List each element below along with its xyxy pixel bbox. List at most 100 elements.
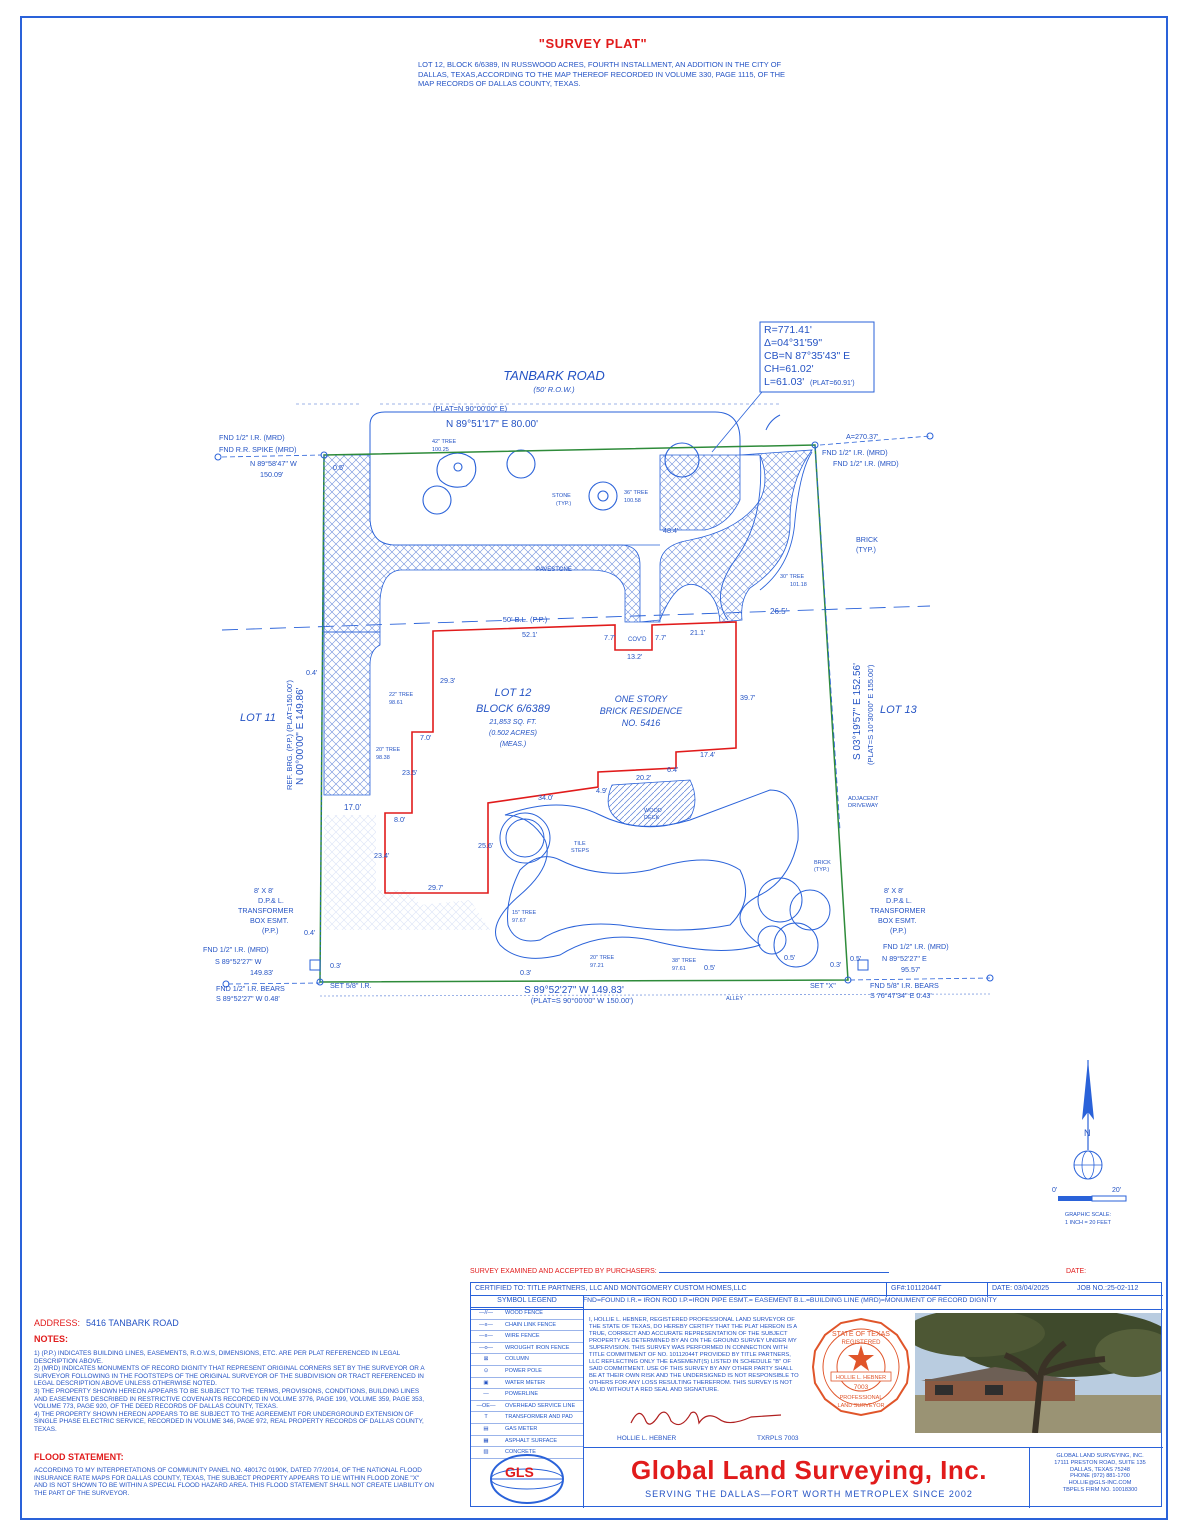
- company-address: GLOBAL LAND SURVEYING, INC. 17111 PRESTO…: [1037, 1453, 1163, 1494]
- adj-driveway-2: DRIVEWAY: [848, 803, 878, 809]
- brick-typ-pool-1: BRICK: [814, 860, 831, 866]
- dim-7: 7.0': [420, 733, 432, 742]
- building-line-label: 50' B.L. (P.P.): [503, 615, 548, 624]
- trans-r-4: BOX ESMT.: [878, 916, 916, 925]
- note-3: 3) THE PROPERTY SHOWN HEREON APPEARS TO …: [34, 1387, 425, 1411]
- legend-heading: SYMBOL LEGEND: [471, 1295, 583, 1308]
- scale-0: 0': [1052, 1187, 1057, 1194]
- nw-fnd-2: FND R.R. SPIKE (MRD): [219, 445, 296, 454]
- west-walk-hatch: [323, 631, 381, 796]
- legend-symbol-icon: —//—: [478, 1310, 494, 1316]
- scale-20: 20': [1112, 1187, 1121, 1194]
- lot-label: LOT 12: [495, 687, 532, 699]
- dim-18: 39.7': [740, 693, 756, 702]
- signature: [630, 1411, 782, 1426]
- tile-steps-2: STEPS: [571, 848, 589, 854]
- curve-cb: CB=N 87°35'43" E: [764, 350, 850, 362]
- dim-2: 7.7': [604, 633, 616, 642]
- tree-2-label: 36" TREE: [624, 490, 648, 496]
- symbol-legend: SYMBOL LEGEND —//—WOOD FENCE—x—CHAIN LIN…: [471, 1295, 584, 1508]
- dim-1: 52.1': [522, 630, 538, 639]
- se-bears-call: S 76°47'34" E 0.43': [870, 991, 932, 1000]
- legend-symbol-icon: ▤: [483, 1425, 489, 1432]
- ne-fnd-2: FND 1/2" I.R. (MRD): [833, 459, 899, 468]
- page-border: [20, 16, 1168, 1520]
- flood-statement: ACCORDING TO MY INTERPRETATIONS OF COMMU…: [34, 1467, 434, 1497]
- legend-symbol-icon: ▣: [483, 1379, 489, 1386]
- wood-deck-1: WOOD: [644, 808, 662, 814]
- east-call: S 03°19'57" E 152.56': [852, 663, 863, 760]
- property-photo: [915, 1313, 1161, 1433]
- dim-8: 23.5': [402, 768, 418, 777]
- south-call: S 89°52'27" W 149.83': [524, 985, 624, 996]
- accepted-line: SURVEY EXAMINED AND ACCEPTED BY PURCHASE…: [470, 1268, 1162, 1275]
- se-dist: 95.57': [901, 965, 921, 974]
- legend-label: POWER POLE: [505, 1367, 542, 1374]
- block-label: BLOCK 6/6389: [476, 703, 550, 715]
- dim-3: 13.2': [627, 652, 643, 661]
- legend-item: ▣WATER METER: [471, 1378, 583, 1390]
- legend-item: T TRANSFORMER AND PAD: [471, 1412, 583, 1424]
- tree-8-label: 38" TREE: [672, 958, 696, 964]
- ne-fnd-1: FND 1/2" I.R. (MRD): [822, 448, 888, 457]
- scale-caption-1: GRAPHIC SCALE:: [1065, 1212, 1112, 1218]
- lot-right: LOT 13: [880, 704, 918, 716]
- dim-22: 0.5': [333, 463, 345, 472]
- curve-r: R=771.41': [764, 324, 812, 336]
- address-label: ADDRESS:: [34, 1318, 81, 1328]
- curve-l: L=61.03': [764, 376, 804, 388]
- legend-symbol-icon: T: [484, 1414, 488, 1421]
- cert-row: CERTIFIED TO: TITLE PARTNERS, LLC AND MO…: [471, 1283, 1163, 1297]
- dim-6: 29.3': [440, 676, 456, 685]
- sw-bears: FND 1/2" I.R. BEARS: [216, 984, 285, 993]
- seal-professional: PROFESSIONAL: [840, 1395, 883, 1401]
- trans-l-4: BOX ESMT.: [250, 916, 288, 925]
- stone-typ-1: STONE: [552, 493, 571, 499]
- residence-2: BRICK RESIDENCE: [600, 706, 684, 716]
- accepted-label: SURVEY EXAMINED AND ACCEPTED BY PURCHASE…: [470, 1268, 657, 1275]
- tree-6-label: 15" TREE: [512, 910, 536, 916]
- legend-label: ASPHALT SURFACE: [505, 1437, 558, 1444]
- sw-fnd: FND 1/2" I.R. (MRD): [203, 945, 269, 954]
- alley-label: ALLEY: [726, 996, 743, 1002]
- note-1: 1) (P.P.) INDICATES BUILDING LINES, EASE…: [34, 1350, 401, 1365]
- company-address-2: 17111 PRESTON ROAD, SUITE 135: [1054, 1459, 1146, 1466]
- se-call: N 89°52'27" E: [882, 954, 927, 963]
- company-address-4: PHONE (972) 881-1700: [1070, 1473, 1130, 1480]
- trans-r-2: D.P.& L.: [886, 896, 912, 905]
- company-tagline: SERVING THE DALLAS—FORT WORTH METROPLEX …: [645, 1489, 973, 1499]
- se-fnd: FND 1/2" I.R. (MRD): [883, 942, 949, 951]
- curve-ch: CH=61.02': [764, 363, 814, 375]
- dim-23: 0.4': [306, 668, 318, 677]
- tree-1-elev: 100.25: [432, 447, 449, 453]
- legend-label: POWERLINE: [505, 1391, 539, 1398]
- legend-label: TRANSFORMER AND PAD: [505, 1414, 573, 1421]
- trans-l-1: 8' X 8': [254, 886, 274, 895]
- sw-dist: 149.83': [250, 968, 274, 977]
- plat-labels: TANBARK ROAD (50' R.O.W.) (PLAT=N 90°00'…: [203, 324, 1121, 1226]
- dim-10: 23.4': [374, 851, 390, 860]
- trans-r-5: (P.P.): [890, 926, 907, 935]
- trans-l-3: TRANSFORMER: [238, 906, 294, 915]
- survey-date: DATE: 03/04/2025: [987, 1283, 1053, 1297]
- tree-7-elev: 97.21: [590, 963, 604, 969]
- residence-outline: [384, 621, 737, 894]
- seal-state: STATE OF TEXAS: [832, 1331, 890, 1338]
- pavestone-label: PAVESTONE: [536, 567, 572, 573]
- south-call-plat: (PLAT=S 90°00'00" W 150.00'): [531, 996, 634, 1005]
- trans-l-2: D.P.& L.: [258, 896, 284, 905]
- gf-number: GF#:10112044T: [886, 1283, 945, 1297]
- legend-label: CONCRETE: [505, 1449, 536, 1456]
- dim-14: 4.9': [596, 786, 608, 795]
- legend-label: OVERHEAD SERVICE LINE: [505, 1402, 576, 1409]
- logo-text: GLS: [505, 1464, 534, 1480]
- note-2: 2) (MRD) INDICATES MONUMENTS OF RECORD D…: [34, 1365, 425, 1388]
- dim-21: 48.4': [663, 526, 679, 535]
- residence-3: NO. 5416: [622, 718, 661, 728]
- legend-item: ▤GAS METER: [471, 1424, 583, 1436]
- notes-heading: NOTES:: [34, 1334, 69, 1344]
- building-line: [221, 605, 931, 631]
- dim-12: 25.6': [478, 841, 494, 850]
- tile-steps-1: TILE: [574, 841, 586, 847]
